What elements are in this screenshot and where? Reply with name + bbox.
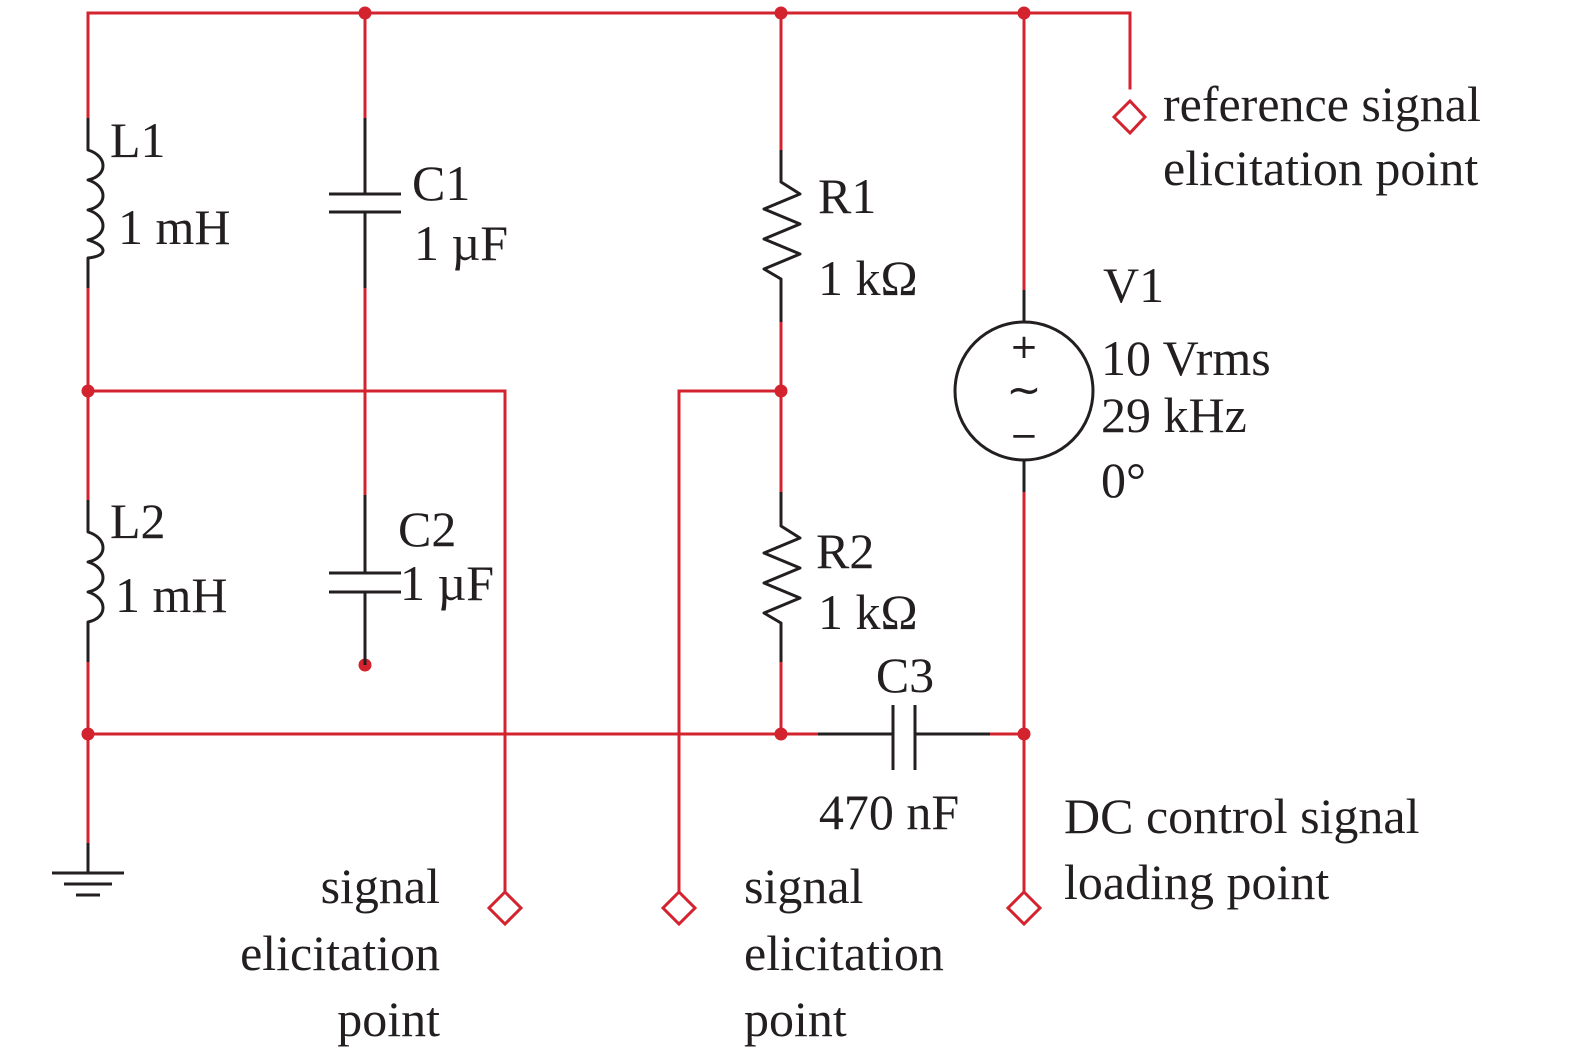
node-top-r [774,6,788,20]
c1-name-label: C1 [412,155,470,211]
c3-name-label: C3 [876,647,934,703]
node-bottom-r [774,727,788,741]
v1-plus-sign: + [1010,327,1039,367]
dc-control-port-icon[interactable] [1005,889,1043,927]
signal-left-port-label-line3: point [337,991,440,1047]
reference-port-icon[interactable] [1111,98,1148,136]
resistor-r1-icon [762,150,802,322]
signal-left-port-label-line2: elicitation [240,925,440,981]
signal-left-port-label-line1: signal [321,858,440,914]
signal-right-port-label-line3: point [744,991,847,1047]
l2-name-label: L2 [110,493,166,549]
capacitor-c1-icon [329,118,401,288]
r2-name-label: R2 [816,523,874,579]
node-top-v [1017,6,1031,20]
v1-frequency-label: 29 kHz [1101,387,1247,443]
v1-name-label: V1 [1103,257,1164,313]
signal-right-port-label-line2: elicitation [744,925,944,981]
capacitor-c3-icon [818,705,990,770]
node-l-mid [81,384,95,398]
right-tap-wire [677,389,783,895]
ports [486,98,1148,927]
inductor-l1-icon [86,118,105,288]
c1-value-label: 1 µF [414,215,508,271]
signal-right-port-icon[interactable] [660,889,698,927]
c2-value-label: 1 µF [400,555,494,611]
node-bottom-v [1017,727,1031,741]
v1-amplitude-label: 10 Vrms [1101,330,1271,386]
node-top-c [358,6,372,20]
resistor-r2-icon [762,492,802,662]
l2-value-label: 1 mH [115,567,228,623]
left-tap-wire [86,389,507,895]
l1-name-label: L1 [110,112,166,168]
wires [86,11,1132,895]
signal-right-port-label-line1: signal [744,858,863,914]
r1-value-label: 1 kΩ [818,250,918,306]
node-bottom-left [81,727,95,741]
c2-name-label: C2 [398,501,456,557]
junction-nodes [81,6,1031,741]
r2-value-label: 1 kΩ [818,584,918,640]
node-r-mid [774,384,788,398]
signal-left-port-icon[interactable] [486,889,524,927]
l1-value-label: 1 mH [118,199,231,255]
v1-minus-sign: − [1010,416,1039,456]
ac-source-v1-icon [953,290,1095,492]
ground-icon [52,843,124,897]
c3-value-label: 470 nF [819,784,959,840]
v1-wave-symbol: ~ [1006,365,1041,414]
v1-phase-label: 0° [1101,452,1146,508]
capacitor-c2-icon [329,495,401,665]
r1-name-label: R1 [818,168,876,224]
reference-port-label-line1: reference signal [1163,76,1481,132]
dc-control-port-label-line2: loading point [1064,854,1329,910]
dc-control-port-label-line1: DC control signal [1064,788,1420,844]
top-rail-wire [86,11,1132,90]
reference-port-label-line2: elicitation point [1163,140,1478,196]
inductor-l2-icon [86,500,105,662]
